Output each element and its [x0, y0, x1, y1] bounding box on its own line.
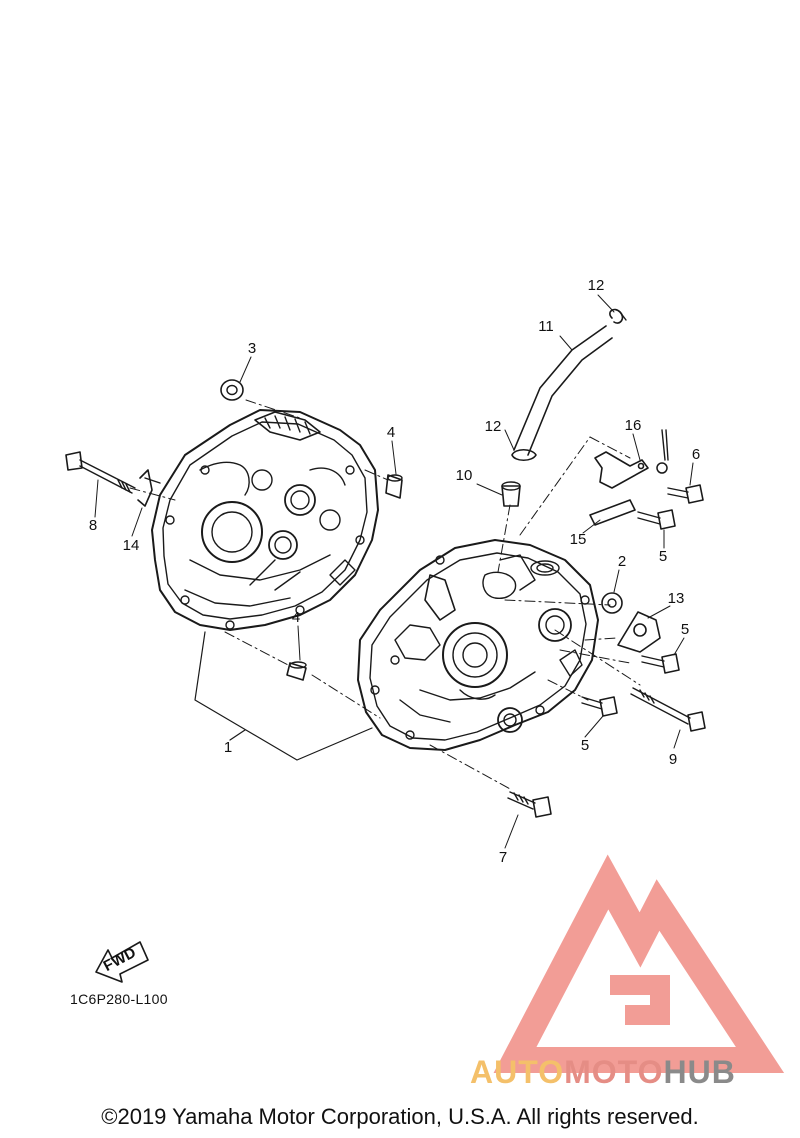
plate-part-15: [589, 499, 636, 526]
callout-labels: 1 2 3 4 4 5 5 5 6 7 8 9 10 11 12 12 13 1…: [89, 277, 700, 866]
callout-8: 8: [89, 517, 97, 534]
drawing-code: 1C6P280-L100: [70, 991, 168, 1007]
callout-5a: 5: [659, 548, 667, 565]
callout-16: 16: [625, 417, 642, 434]
callout-4a: 4: [387, 424, 395, 441]
dowel-pin-4a: [385, 474, 403, 499]
callout-1: 1: [224, 739, 232, 756]
bracket-leader-1: [194, 631, 373, 761]
bolt-part-6: [667, 484, 704, 504]
fitting-part-10: [501, 481, 521, 507]
copyright-notice: ©2019 Yamaha Motor Corporation, U.S.A. A…: [101, 1104, 699, 1129]
gasket-part-13: [617, 611, 661, 653]
callout-13: 13: [668, 590, 685, 607]
watermark-text-auto: AUTO: [470, 1054, 565, 1090]
wire-terminal: [656, 429, 669, 474]
left-crankcase: [151, 409, 379, 631]
bolt-part-9: [630, 687, 706, 732]
clip-part-12b: [511, 448, 537, 462]
callout-14: 14: [123, 537, 140, 554]
bolt-part-7: [507, 791, 552, 818]
watermark-text: AUTOMOTOHUB: [470, 1054, 736, 1091]
callout-5b: 5: [681, 621, 689, 638]
bolt-part-5b: [641, 653, 680, 674]
watermark-text-moto: MOTO: [564, 1054, 664, 1090]
watermark-logo: [493, 854, 785, 1073]
callout-2: 2: [618, 553, 626, 570]
fwd-arrow-label: FWD: [101, 944, 139, 975]
leader-lines: [94, 294, 694, 849]
bolt-part-5c: [581, 696, 618, 717]
callout-5c: 5: [581, 737, 589, 754]
clip-part-12a: [609, 308, 627, 324]
bolt-part-5a: [637, 509, 676, 530]
callout-3: 3: [248, 340, 256, 357]
seal-part-3: [220, 379, 244, 401]
callout-4b: 4: [292, 609, 300, 626]
callout-10: 10: [456, 467, 473, 484]
dowel-pin-4b: [286, 661, 307, 681]
fwd-arrow-icon: [95, 941, 149, 983]
callout-12b: 12: [485, 418, 502, 435]
clamp-part-14: [137, 469, 161, 507]
callout-6: 6: [692, 446, 700, 463]
alignment-lines: [129, 399, 641, 791]
bolt-part-8: [65, 451, 136, 494]
washer-part-2: [601, 592, 623, 614]
callout-9: 9: [669, 751, 677, 768]
callout-15: 15: [570, 531, 587, 548]
hose-part-11: [513, 325, 613, 456]
watermark-text-hub: HUB: [663, 1054, 736, 1090]
callout-12a: 12: [588, 277, 605, 294]
callout-11: 11: [538, 318, 554, 335]
callout-7: 7: [499, 849, 507, 866]
right-crankcase: [357, 539, 599, 751]
bracket-part-16: [594, 451, 649, 489]
